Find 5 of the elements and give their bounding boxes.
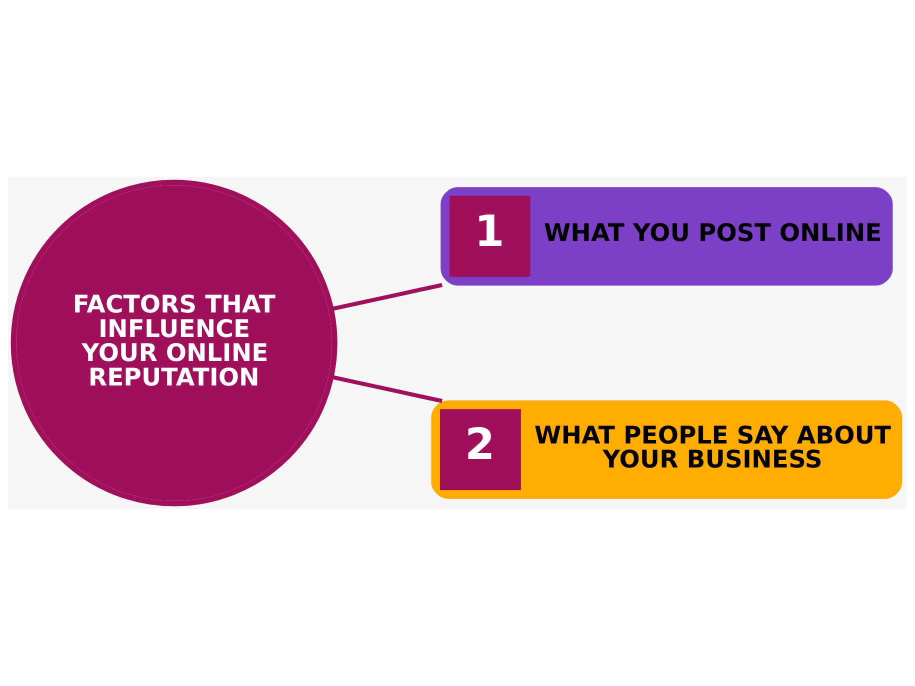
node-circle: FACTORS THAT INFLUENCE YOUR ONLINE REPUTATION xyxy=(10,180,338,506)
node-box: 1 WHAT YOU POST ONLINE xyxy=(440,187,893,286)
connector xyxy=(330,282,442,312)
node-box: 2 WHAT PEOPLE SAY ABOUT YOUR BUSINESS xyxy=(431,400,902,499)
connector xyxy=(330,374,442,404)
